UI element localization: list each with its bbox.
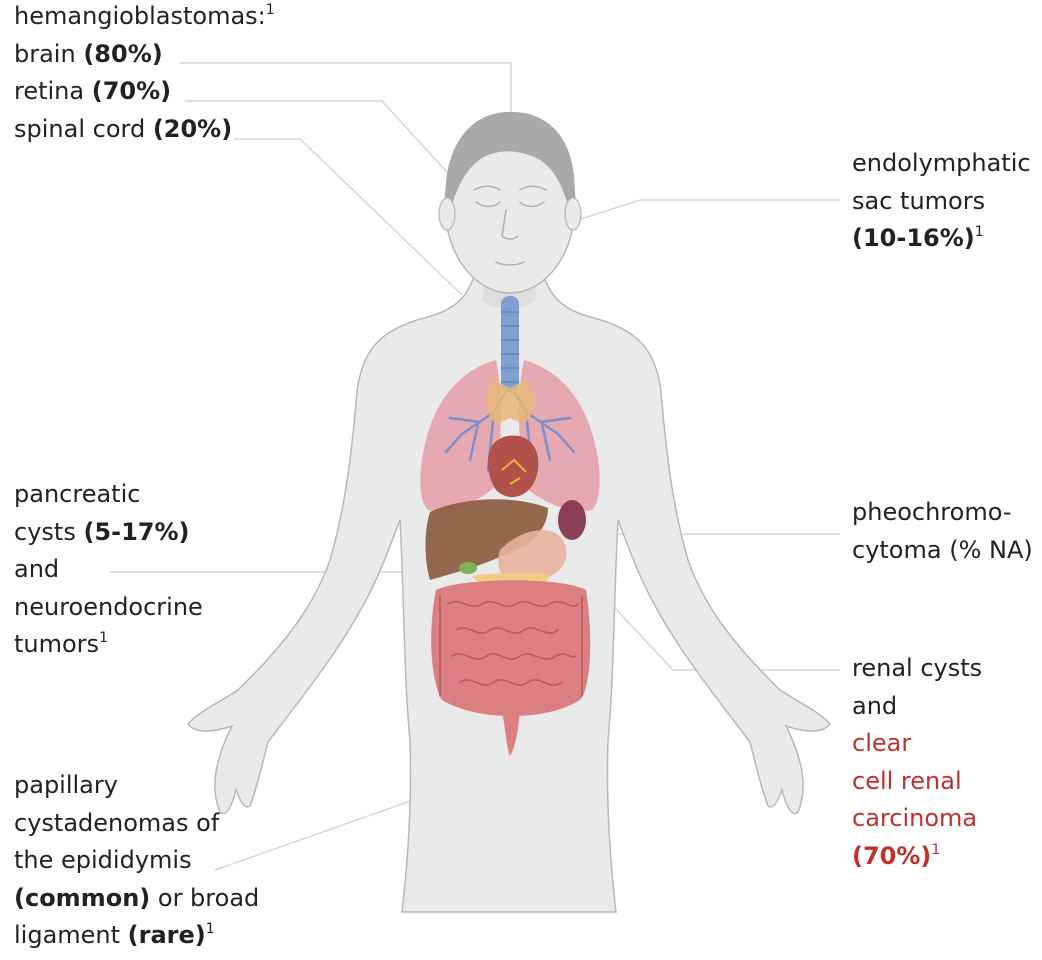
intestines-icon (431, 580, 590, 716)
kidney-line3: clear (852, 725, 982, 763)
repro-line1: papillary (14, 767, 259, 805)
repro-line5: ligament (rare)1 (14, 917, 259, 955)
gallbladder-icon (459, 562, 477, 574)
pancreas-line3: and (14, 551, 203, 589)
cns-brain: brain (80%) (14, 36, 275, 74)
kidney-line5: carcinoma (852, 800, 982, 838)
renal-label: renal cysts and clear cell renal carcino… (852, 650, 982, 875)
endolymphatic-sac-label: endolymphatic sac tumors (10-16%)1 (852, 145, 1031, 258)
kidney-pct: (70%)1 (852, 838, 982, 876)
adrenal-line1: pheochromo- (852, 494, 1033, 532)
ear-left (439, 198, 455, 230)
spleen-icon (558, 500, 586, 540)
repro-line2: cystadenomas of (14, 805, 259, 843)
leader-line-ear (578, 200, 840, 220)
pancreas-line4: neuroendocrine (14, 589, 203, 627)
pheochromocytoma-label: pheochromo- cytoma (% NA) (852, 494, 1033, 569)
kidney-line4: cell renal (852, 763, 982, 801)
cns-spinal-cord: spinal cord (20%) (14, 111, 275, 149)
kidney-line1: renal cysts (852, 650, 982, 688)
pancreas-line1: pancreatic (14, 476, 203, 514)
papillary-cystadenoma-label: papillary cystadenomas of the epididymis… (14, 767, 259, 955)
leader-line-spinal (234, 139, 462, 295)
cns-title: hemangioblastomas:1 (14, 0, 275, 36)
ear-line1: endolymphatic (852, 145, 1031, 183)
ear-right (565, 198, 581, 230)
pancreas-line5: tumors1 (14, 626, 203, 664)
repro-line4: (common) or broad (14, 880, 259, 918)
ear-pct: (10-16%)1 (852, 220, 1031, 258)
pancreatic-label: pancreatic cysts (5-17%) and neuroendocr… (14, 476, 203, 664)
pancreas-line2: cysts (5-17%) (14, 514, 203, 552)
trachea-icon (501, 296, 519, 392)
cns-retina: retina (70%) (14, 73, 275, 111)
adrenal-line2: cytoma (% NA) (852, 532, 1033, 570)
ear-line2: sac tumors (852, 183, 1031, 221)
repro-line3: the epididymis (14, 842, 259, 880)
kidney-line2: and (852, 688, 982, 726)
cns-hemangioblastoma-label: hemangioblastomas:1 brain (80%) retina (… (14, 0, 275, 148)
